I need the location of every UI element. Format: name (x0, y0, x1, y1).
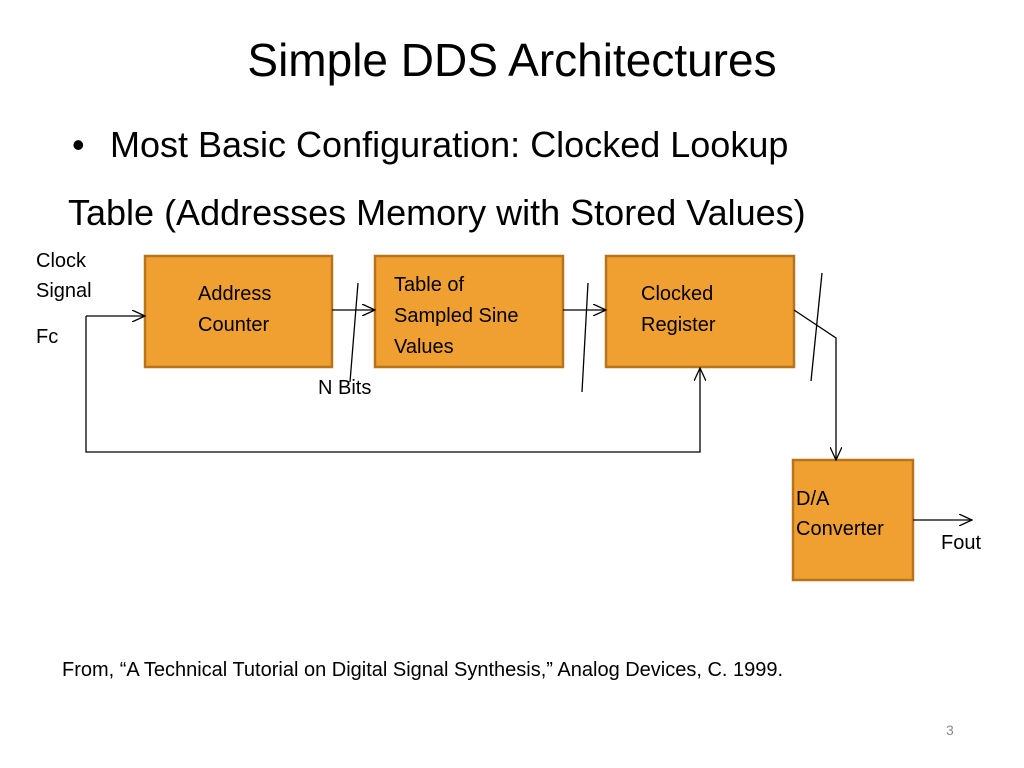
sine-table-text-1: Table of (394, 274, 465, 296)
clocked-register-block (604, 254, 796, 369)
sine-table-text-3: Values (394, 336, 454, 358)
sine-table-text-2: Sampled Sine (394, 305, 519, 327)
n-bits-label: N Bits (318, 377, 372, 399)
citation: From, “A Technical Tutorial on Digital S… (62, 659, 784, 681)
clock-label: Clock (36, 250, 87, 272)
da-converter-text-2: Converter (796, 518, 884, 540)
da-converter-text-1: D/A (796, 488, 830, 510)
address-counter-text-2: Counter (198, 314, 270, 336)
n-bits-bus-slash (349, 282, 359, 383)
signal-label: Signal (36, 280, 92, 302)
da-converter-block (791, 458, 915, 582)
slide-title: Simple DDS Architectures (247, 34, 777, 86)
clocked-register-text-2: Register (641, 314, 716, 336)
bullet-dot-icon: • (72, 124, 85, 165)
clock-feedback-path (85, 316, 700, 453)
bullet-text: Most Basic Configuration: Clocked Lookup (110, 124, 789, 165)
address-counter-text-1: Address (198, 283, 272, 305)
register-bus-slash (810, 272, 823, 382)
bullet-continuation: Table (Addresses Memory with Stored Valu… (68, 192, 806, 233)
fout-label: Fout (941, 532, 982, 554)
page-number: 3 (946, 722, 954, 738)
clocked-register-text-1: Clocked (641, 283, 714, 305)
table-bus-slash (581, 282, 589, 393)
fc-label: Fc (36, 326, 59, 348)
bullet-item: • Most Basic Configuration: Clocked Looku… (72, 118, 788, 172)
register-to-dac-arrow (793, 309, 836, 460)
